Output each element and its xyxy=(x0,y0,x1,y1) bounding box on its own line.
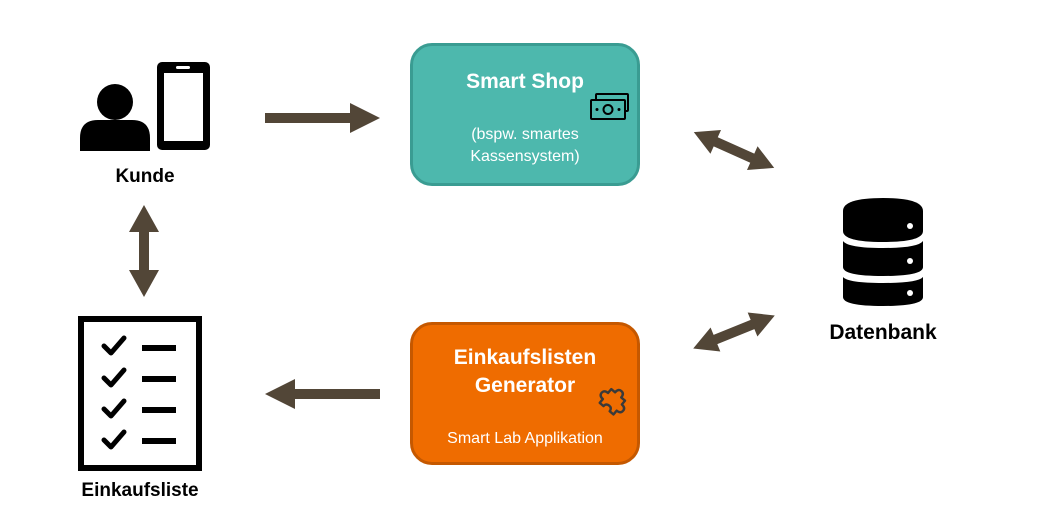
database-icon xyxy=(843,198,923,306)
generator-title-line1: Einkaufslisten xyxy=(453,346,597,369)
generator-title-line2: Generator xyxy=(474,374,576,397)
person-head xyxy=(97,84,133,120)
arrow-generator-datenbank xyxy=(693,312,775,352)
puzzle-icon xyxy=(598,387,627,416)
smart-shop-subtitle-line2: Kassensystem) xyxy=(470,148,580,165)
smart-shop-subtitle-line1: (bspw. smartes xyxy=(471,126,579,143)
datenbank-label: Datenbank xyxy=(829,321,937,344)
arrow-kunde-einkaufsliste xyxy=(129,205,159,297)
generator-subtitle: Smart Lab Applikation xyxy=(447,430,603,447)
generator-box: Einkaufslisten Generator Smart Lab Appli… xyxy=(410,322,640,465)
phone-screen xyxy=(164,73,203,141)
person-phone-icon xyxy=(80,62,210,151)
person-body xyxy=(80,120,150,151)
smart-shop-box: Smart Shop (bspw. smartes Kassensystem) xyxy=(410,43,640,186)
arrow-smart-shop-datenbank xyxy=(693,129,775,171)
smart-shop-title: Smart Shop xyxy=(466,70,584,93)
phone-speaker xyxy=(176,66,190,69)
arrow-generator-to-einkaufsliste xyxy=(265,379,380,409)
kunde-label: Kunde xyxy=(115,166,175,187)
einkaufsliste-label: Einkaufsliste xyxy=(81,480,199,501)
arrow-kunde-to-smart-shop xyxy=(265,103,380,133)
money-icon xyxy=(590,93,629,120)
checklist-icon xyxy=(78,316,202,471)
